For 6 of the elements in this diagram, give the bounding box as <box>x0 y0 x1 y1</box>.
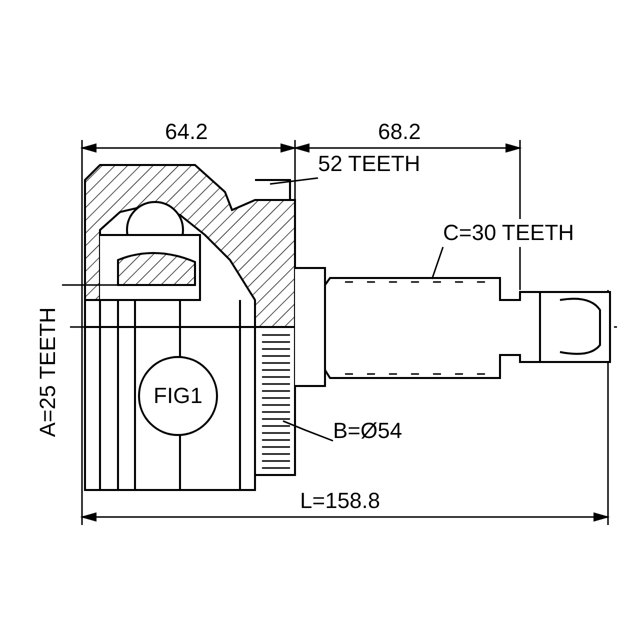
leader-line <box>282 420 334 442</box>
leader-line <box>431 246 444 280</box>
dimension-value: 68.2 <box>378 118 421 146</box>
dimension-value: 64.2 <box>165 118 208 146</box>
dimension-value: L=158.8 <box>300 487 380 515</box>
leader-line <box>270 177 318 185</box>
